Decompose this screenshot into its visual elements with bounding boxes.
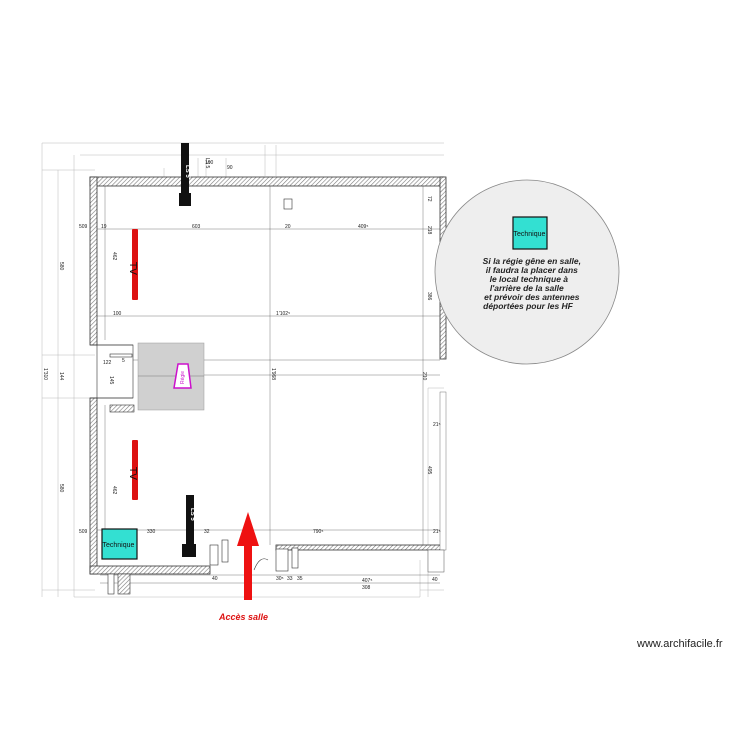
dimension-labels: 100 90 509 19 603 20 409⁵ 218 72 462 100… (42, 160, 441, 591)
speaker-top[interactable]: LS 5 (179, 143, 191, 206)
speaker-top-label: LS 5 (184, 165, 190, 178)
note-bubble: Technique Si la régie gêne en salle, il … (434, 179, 620, 365)
dimension-label: 386 (426, 292, 432, 301)
arrow-up-icon (237, 512, 259, 600)
left-recess (90, 344, 135, 413)
dimension-label: 33 (287, 576, 293, 582)
note-technique-box (512, 216, 548, 250)
tv-left-top[interactable]: TV (127, 229, 138, 300)
speaker-stand-icon (186, 495, 194, 545)
dimension-label: 210 (421, 372, 427, 381)
dimension-label: 509 (79, 224, 88, 230)
technique-room-label: Technique (103, 542, 135, 549)
dimension-label: 145 (108, 376, 114, 385)
dimension-label: 100 (113, 311, 122, 317)
dimension-label: 40 (212, 576, 218, 582)
entrance-label: Accès salle (218, 612, 268, 622)
dimension-label: 100 (205, 160, 214, 166)
dimension-label: 144 (58, 372, 64, 381)
speaker-bottom[interactable]: LS 5 (182, 495, 196, 557)
dimension-label: 218 (426, 226, 432, 235)
speaker-mid-label: LS 5 (204, 158, 210, 169)
dimension-label: 1'102⁵ (276, 311, 290, 317)
dimension-label: 20 (285, 224, 291, 230)
dimension-label: 462 (111, 486, 117, 495)
dimension-label: 21⁵ (433, 529, 441, 535)
speaker-bottom-label: LS 5 (189, 508, 195, 521)
dimension-label: 308 (362, 585, 371, 591)
tv-left-top-label: TV (127, 261, 138, 275)
dimension-label: 509 (79, 529, 88, 535)
dimension-label: 790⁵ (313, 529, 323, 535)
dimension-label: 122 (103, 360, 112, 366)
dimension-label: 5 (122, 358, 125, 364)
dimension-label: 407⁵ (362, 578, 372, 584)
dimension-label: 30⁵ (276, 576, 284, 582)
tv-screen-icon (132, 440, 138, 500)
dimension-label: 580 (58, 484, 64, 493)
watermark[interactable]: www.archifacile.fr (636, 638, 723, 650)
dimension-label: 21⁵ (433, 422, 441, 428)
dimension-label: 35 (297, 576, 303, 582)
dimension-label: 580 (58, 262, 64, 271)
dimension-label: 495 (426, 466, 432, 475)
dimension-label: 603 (192, 224, 201, 230)
dimension-label: 462 (111, 252, 117, 261)
note-technique-label: Technique (514, 231, 546, 238)
tv-left-bottom-label: TV (127, 466, 138, 480)
entrance-arrow[interactable] (237, 512, 259, 600)
dimension-label: 409⁵ (358, 224, 368, 230)
regie-label: Régie (180, 371, 186, 384)
dimension-label: 90 (227, 165, 233, 171)
note-text: Si la régie gêne en salle, il faudra la … (483, 256, 584, 311)
tv-left-bottom[interactable]: TV (127, 440, 138, 500)
dimension-label: 32 (204, 529, 210, 535)
dimension-label: 19 (101, 224, 107, 230)
dimension-label: 330 (147, 529, 156, 535)
dimension-label: 72 (426, 196, 432, 202)
technique-room[interactable]: Technique (101, 528, 138, 560)
regie-desk: Régie (173, 363, 192, 389)
speaker-stand-icon (181, 143, 189, 193)
tv-screen-icon (132, 229, 138, 300)
dimension-lines (96, 186, 444, 584)
stage-area (137, 342, 205, 411)
dimension-label: 1'310 (42, 368, 48, 380)
small-column (283, 198, 293, 210)
dimension-label: 40 (432, 577, 438, 583)
dimension-label: 1'968 (270, 368, 276, 380)
entrance-details (107, 539, 299, 595)
